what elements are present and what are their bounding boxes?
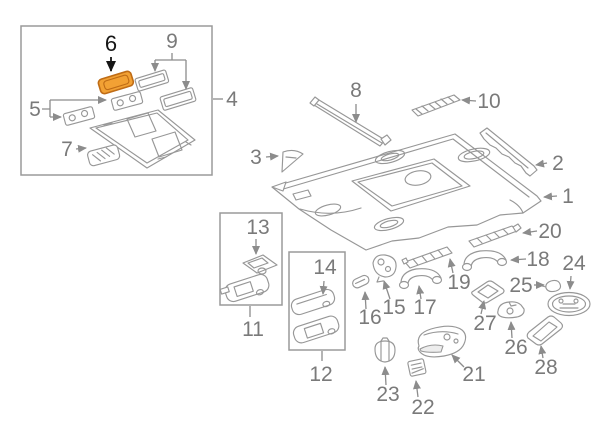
leader-23 <box>381 366 390 386</box>
part-17-handle-drawing[interactable] <box>398 268 443 290</box>
callout-19-label[interactable]: 19 <box>447 271 470 294</box>
part-3-drawing[interactable] <box>281 149 304 173</box>
callout-13-label[interactable]: 13 <box>246 216 269 239</box>
leader-18 <box>510 255 527 264</box>
callout-2-label[interactable]: 2 <box>552 152 564 175</box>
callout-18-label[interactable]: 18 <box>526 248 549 271</box>
part-7-drawing[interactable] <box>87 144 121 167</box>
callout-22-label[interactable]: 22 <box>411 396 434 419</box>
box-12 <box>288 251 346 351</box>
callout-20-label[interactable]: 20 <box>538 220 561 243</box>
callout-9-label[interactable]: 9 <box>166 30 178 53</box>
callout-16-label[interactable]: 16 <box>358 306 381 329</box>
callout-5-label[interactable]: 5 <box>29 98 41 121</box>
callout-6-label-selected[interactable]: 6 <box>105 31 117 56</box>
leader-15 <box>382 280 391 300</box>
part-2-trim-drawing[interactable] <box>479 127 538 177</box>
leader-19 <box>447 258 456 274</box>
callout-11-label[interactable]: 11 <box>242 318 264 341</box>
leader-3 <box>265 152 279 161</box>
part-1-roof-drawing[interactable] <box>271 133 542 251</box>
callout-27-label[interactable]: 27 <box>473 312 496 335</box>
part-9-cover-a-drawing[interactable] <box>134 69 170 92</box>
part-15-drawing[interactable] <box>372 254 397 283</box>
leader-9 <box>151 53 190 90</box>
callout-25-label[interactable]: 25 <box>509 274 532 297</box>
leader-16 <box>361 291 370 310</box>
leader-5 <box>42 96 107 121</box>
callout-7-label[interactable]: 7 <box>61 138 73 161</box>
leader-7 <box>75 144 87 153</box>
part-23-clip-drawing[interactable] <box>374 337 396 363</box>
box-11 <box>219 212 283 306</box>
callout-1-label[interactable]: 1 <box>562 185 574 208</box>
callout-24-label[interactable]: 24 <box>562 252 586 275</box>
callout-4-label[interactable]: 4 <box>226 88 238 111</box>
inset-box <box>20 25 213 176</box>
part-20-rail-drawing[interactable] <box>468 223 522 248</box>
callout-12-label[interactable]: 12 <box>309 363 332 386</box>
callout-15-label[interactable]: 15 <box>382 296 405 319</box>
leader-2 <box>535 159 548 168</box>
leader-17 <box>416 285 425 300</box>
part-19-rail-drawing[interactable] <box>401 246 453 269</box>
part-22-clip-drawing[interactable] <box>407 358 427 377</box>
leader-24 <box>566 275 575 290</box>
callout-8-label[interactable]: 8 <box>350 79 362 102</box>
part-24-dome-lamp-drawing[interactable] <box>547 291 591 317</box>
part-26-drawing[interactable] <box>497 301 525 319</box>
leader-14 <box>319 280 328 295</box>
part-9-cover-b-drawing[interactable] <box>159 87 197 111</box>
callout-14-label[interactable]: 14 <box>313 256 337 279</box>
part-18-handle-drawing[interactable] <box>461 250 508 272</box>
part-27-drawing[interactable] <box>471 280 505 304</box>
leader-26 <box>507 321 516 339</box>
part-4-panel-drawing[interactable] <box>89 109 196 169</box>
part-12-visor-drawing[interactable] <box>292 314 341 345</box>
part-10-strip-drawing[interactable] <box>411 94 461 117</box>
part-28-lens-drawing[interactable] <box>526 315 564 346</box>
callout-3-label[interactable]: 3 <box>250 146 262 169</box>
part-11-visor-drawing[interactable] <box>219 273 271 306</box>
part-5-clip-a-drawing[interactable] <box>110 91 144 111</box>
part-6-cover-drawing-selected[interactable] <box>97 70 135 95</box>
part-16-bulb-drawing[interactable] <box>351 274 370 289</box>
leader-1 <box>543 192 558 201</box>
leader-22 <box>413 380 421 398</box>
part-5-clip-b-drawing[interactable] <box>62 106 96 126</box>
leader-27 <box>478 300 487 315</box>
part-14-visor-drawing[interactable] <box>290 288 337 317</box>
callout-21-label[interactable]: 21 <box>462 363 485 386</box>
part-21-console-drawing[interactable] <box>417 325 467 358</box>
callout-26-label[interactable]: 26 <box>504 336 527 359</box>
leader-10 <box>461 96 477 105</box>
leader-28 <box>538 345 547 359</box>
callout-23-label[interactable]: 23 <box>376 383 399 406</box>
leader-20 <box>522 227 538 236</box>
part-25-clip-drawing[interactable] <box>541 279 562 293</box>
leader-21 <box>451 354 465 368</box>
callout-10-label[interactable]: 10 <box>477 90 500 113</box>
part-13-drawing[interactable] <box>242 254 278 275</box>
callout-28-label[interactable]: 28 <box>534 356 557 379</box>
part-8-rail-drawing[interactable] <box>309 96 392 147</box>
callout-17-label[interactable]: 17 <box>413 296 436 319</box>
